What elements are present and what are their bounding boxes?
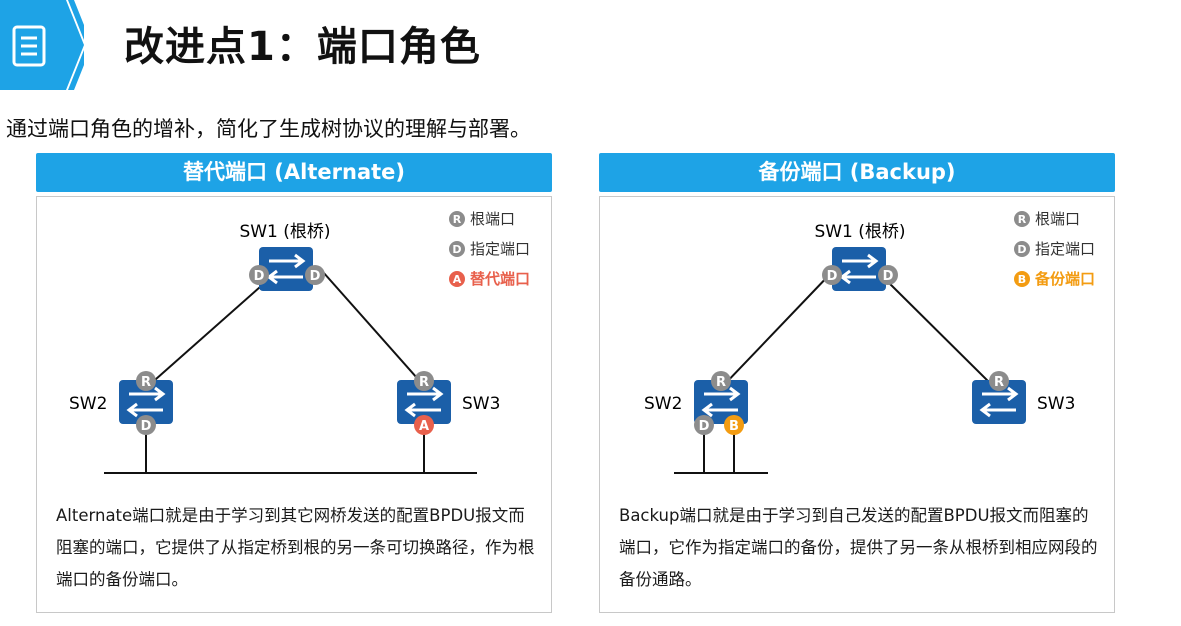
root-bridge-label: SW1 (根桥) [239, 222, 330, 242]
legend-item: R 根端口 [449, 210, 515, 228]
port-badge: R [989, 371, 1009, 391]
legend-item: D 指定端口 [449, 240, 530, 258]
legend-item: R 根端口 [1014, 210, 1080, 228]
backup-port-panel: 备份端口 (Backup) SW1 (根桥) SW2 SW3 D [599, 153, 1115, 613]
root-bridge-label: SW1 (根桥) [814, 222, 905, 242]
port-badge: D [305, 265, 325, 285]
document-icon [12, 25, 46, 67]
panel-description: Alternate端口就是由于学习到其它网桥发送的配置BPDU报文而阻塞的端口，… [56, 506, 535, 589]
legend-item: B 备份端口 [1014, 270, 1095, 288]
port-badge: D [878, 265, 898, 285]
backup-topology-diagram: SW1 (根桥) SW2 SW3 D D R D B R R 根端口 D 指定端口 … [644, 210, 1095, 474]
port-badge: R [414, 371, 434, 391]
panel-title: 替代端口 (Alternate) [36, 153, 552, 192]
svg-text:R: R [994, 375, 1004, 390]
sw2-label: SW2 [69, 394, 107, 414]
svg-text:D: D [141, 419, 152, 434]
svg-text:D: D [254, 269, 265, 284]
port-badge: D [136, 415, 156, 435]
svg-text:D: D [452, 243, 461, 256]
legend: R 根端口 D 指定端口 B 备份端口 [1014, 210, 1095, 288]
svg-text:指定端口: 指定端口 [470, 240, 530, 258]
panel-description: Backup端口就是由于学习到自己发送的配置BPDU报文而阻塞的端口，它作为指定… [619, 506, 1098, 589]
sw3-label: SW3 [462, 394, 500, 414]
header-badge [0, 0, 84, 90]
svg-text:R: R [1018, 213, 1027, 226]
svg-text:B: B [729, 419, 739, 434]
svg-text:B: B [1018, 273, 1026, 286]
alternate-port-panel: 替代端口 (Alternate) SW1 (根桥) SW2 SW3 [36, 153, 552, 613]
panel-body: SW1 (根桥) SW2 SW3 D D R D B R R 根端口 D 指定端口 … [599, 196, 1115, 613]
panel-title: 备份端口 (Backup) [599, 153, 1115, 192]
port-badge: D [694, 415, 714, 435]
panel-body: SW1 (根桥) SW2 SW3 D D R D R A R 根端口 D 指定端口 … [36, 196, 552, 613]
sw2-label: SW2 [644, 394, 682, 414]
svg-text:替代端口: 替代端口 [470, 270, 530, 288]
port-badge: B [724, 415, 744, 435]
svg-text:A: A [453, 273, 462, 286]
svg-text:A: A [419, 419, 429, 434]
legend-item: D 指定端口 [1014, 240, 1095, 258]
page-title: 改进点1：端口角色 [124, 24, 481, 70]
switch-sw1 [832, 247, 886, 291]
sw3-label: SW3 [1037, 394, 1075, 414]
port-badge: R [711, 371, 731, 391]
port-badge: R [136, 371, 156, 391]
port-badge: D [249, 265, 269, 285]
page-subtitle: 通过端口角色的增补，简化了生成树协议的理解与部署。 [6, 117, 531, 141]
svg-text:D: D [699, 419, 710, 434]
svg-text:D: D [883, 269, 894, 284]
switch-sw3 [972, 380, 1026, 424]
svg-text:R: R [453, 213, 462, 226]
svg-text:根端口: 根端口 [1035, 210, 1080, 228]
alternate-topology-diagram: SW1 (根桥) SW2 SW3 D D R D R A R 根端口 D 指定端口 … [69, 210, 530, 474]
switch-sw2 [694, 380, 748, 424]
svg-text:D: D [827, 269, 838, 284]
svg-text:D: D [310, 269, 321, 284]
switch-sw3 [397, 380, 451, 424]
svg-text:指定端口: 指定端口 [1035, 240, 1095, 258]
legend: R 根端口 D 指定端口 A 替代端口 [449, 210, 530, 288]
svg-text:D: D [1017, 243, 1026, 256]
legend-item: A 替代端口 [449, 270, 530, 288]
svg-text:R: R [419, 375, 429, 390]
port-badge: D [822, 265, 842, 285]
switch-sw1 [259, 247, 313, 291]
port-badge: A [414, 415, 434, 435]
switch-sw2 [119, 380, 173, 424]
svg-text:备份端口: 备份端口 [1034, 270, 1095, 288]
svg-text:根端口: 根端口 [470, 210, 515, 228]
svg-text:R: R [141, 375, 151, 390]
svg-text:R: R [716, 375, 726, 390]
